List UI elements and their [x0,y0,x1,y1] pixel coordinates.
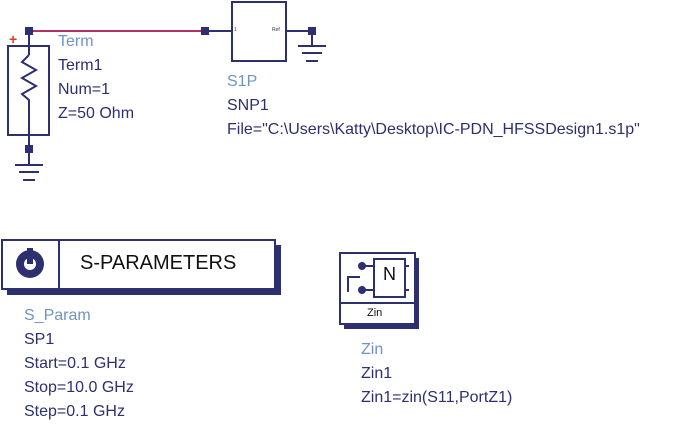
zin-symbol-letter: N [383,264,396,284]
sparam-controller[interactable] [1,239,281,295]
term-impedance: Z=50 Ohm [58,105,135,122]
port-ref-label: Ref [272,27,280,33]
sparam-type: S_Param [24,307,91,324]
plus-icon: + [9,31,17,47]
sparam-name: SP1 [24,331,55,348]
s1p-component[interactable] [201,1,326,62]
sparam-stop: Stop=10.0 GHz [24,379,134,396]
zin-component[interactable] [339,252,419,329]
term-name: Term1 [58,57,103,74]
sparam-gear-icon [16,248,44,278]
port-1-label: 1 [234,27,237,33]
snp-type: S1P [227,73,258,90]
snp-file: File="C:\Users\Katty\Desktop\IC-PDN_HFSS… [227,121,640,138]
term-type: Term [58,33,94,50]
zin-symbol-label: Zin [367,307,383,319]
sparam-banner: S-PARAMETERS [80,252,237,274]
zin-expr: Zin1=zin(S11,PortZ1) [361,389,513,406]
sparam-step: Step=0.1 GHz [24,403,125,420]
sparam-start: Start=0.1 GHz [24,355,126,372]
zin-type: Zin [361,341,384,358]
snp-name: SNP1 [227,97,269,114]
zin-name: Zin1 [361,365,393,382]
term-num: Num=1 [58,81,111,98]
term-component[interactable] [7,27,50,181]
